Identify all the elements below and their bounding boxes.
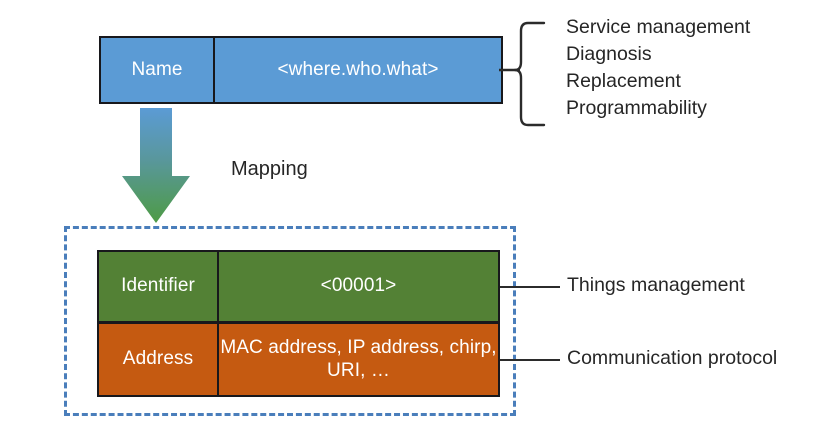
leader-line-communication-protocol xyxy=(500,359,560,361)
mapping-label: Mapping xyxy=(231,158,308,180)
mapped-group-boundary xyxy=(64,226,516,416)
curly-brace-icon xyxy=(499,21,546,127)
identifier-row-label-cell: Identifier xyxy=(97,250,219,323)
address-row-value-cell: MAC address, IP address, chirp, URI, … xyxy=(217,322,500,397)
leader-line-things-management xyxy=(500,286,560,288)
name-table-label-cell: Name xyxy=(99,36,215,104)
capability-item-diagnosis: Diagnosis xyxy=(566,43,652,65)
capability-item-programmability: Programmability xyxy=(566,97,707,119)
capability-list: Service management Diagnosis Replacement… xyxy=(566,14,826,122)
side-label-communication-protocol: Communication protocol xyxy=(567,347,778,369)
identifier-row-value-cell: <00001> xyxy=(217,250,500,323)
side-label-things-management: Things management xyxy=(567,274,745,296)
address-row-label-cell: Address xyxy=(97,322,219,397)
down-arrow-icon xyxy=(122,108,190,223)
capability-item-service-management: Service management xyxy=(566,16,751,38)
name-table-value-cell: <where.who.what> xyxy=(213,36,503,104)
capability-item-replacement: Replacement xyxy=(566,70,681,92)
